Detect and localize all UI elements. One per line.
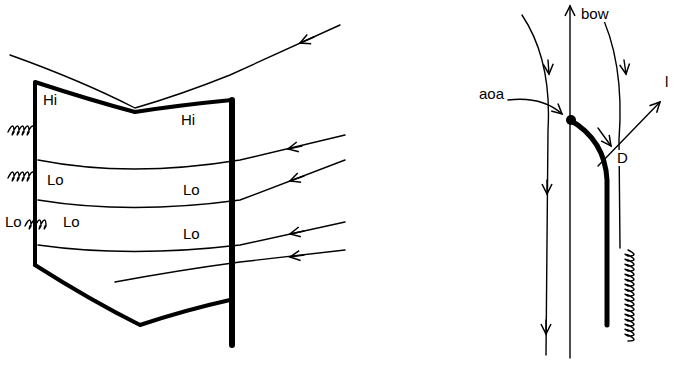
angle-label: aoa (478, 86, 505, 102)
force-label: D (616, 150, 629, 166)
wake-swirl (625, 250, 634, 341)
flow-arrow (288, 146, 302, 149)
sail-outline (35, 265, 230, 325)
bow-axis (569, 6, 570, 358)
streamline (10, 25, 340, 108)
force-label: l (664, 74, 669, 90)
pressure-label: Hi (42, 92, 58, 108)
mast-dot (566, 115, 576, 125)
sail-outline (35, 82, 232, 265)
streamline (38, 222, 345, 252)
flow-arrow (546, 180, 547, 194)
flow-arrow (300, 37, 314, 43)
streamline (38, 160, 345, 208)
pressure-label: Lo (62, 214, 81, 230)
pressure-label: Lo (4, 214, 23, 230)
aoa-arrow (508, 99, 562, 114)
flow-arrow (548, 60, 549, 74)
axis-label: bow (580, 6, 610, 22)
pressure-label: Lo (182, 226, 201, 242)
vortex-swirl (8, 172, 34, 181)
flow-arrow (290, 176, 304, 181)
lift-arrow (598, 102, 660, 166)
streamline (522, 15, 548, 355)
streamline (38, 135, 345, 169)
flow-arrow (290, 231, 304, 234)
pressure-label: Lo (46, 172, 65, 188)
flow-arrow (290, 255, 304, 257)
drag-arrow (598, 128, 611, 146)
sail-section (570, 120, 607, 325)
flow-arrow (624, 60, 626, 74)
vortex-swirl (8, 126, 34, 135)
pressure-label: Hi (180, 112, 196, 128)
flow-arrow (545, 320, 546, 334)
pressure-label: Lo (182, 182, 201, 198)
mast (229, 100, 235, 345)
